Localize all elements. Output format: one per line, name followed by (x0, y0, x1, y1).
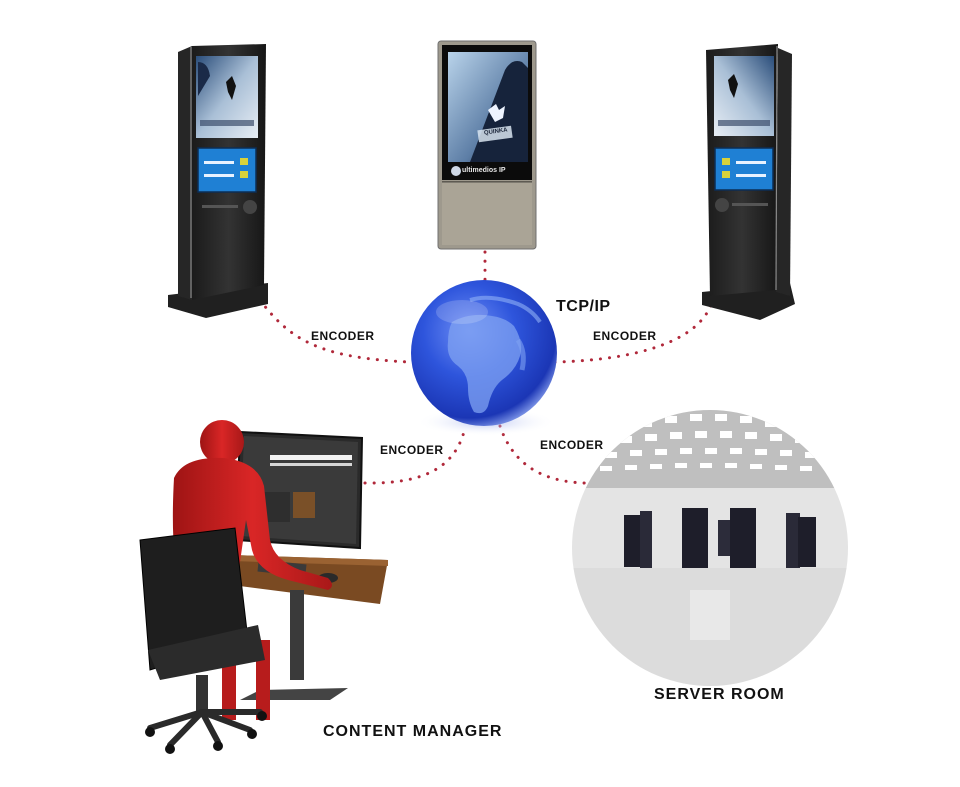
edge-right-kiosk (553, 300, 714, 364)
content-manager-illustration (139, 420, 388, 754)
center-kiosk-brand: ultimedios IP (462, 167, 506, 174)
server-room-label: SERVER ROOM (654, 686, 785, 703)
tcpip-label: TCP/IP (556, 298, 611, 315)
globe-icon (411, 280, 557, 436)
kiosk-center-illustration (437, 40, 537, 250)
kiosk-right-illustration (702, 44, 795, 320)
connectors (258, 250, 714, 485)
encoder-label-bottom-right: ENCODER (540, 438, 604, 452)
encoder-label-left: ENCODER (311, 329, 375, 343)
edge-content-manager (363, 426, 467, 485)
content-manager-label: CONTENT MANAGER (323, 723, 503, 740)
edge-left-kiosk (258, 298, 412, 364)
kiosk-left-illustration (168, 44, 268, 318)
encoder-label-bottom-left: ENCODER (380, 443, 444, 457)
edge-server-room (498, 424, 602, 485)
server-room-illustration (572, 410, 848, 686)
encoder-label-right: ENCODER (593, 329, 657, 343)
